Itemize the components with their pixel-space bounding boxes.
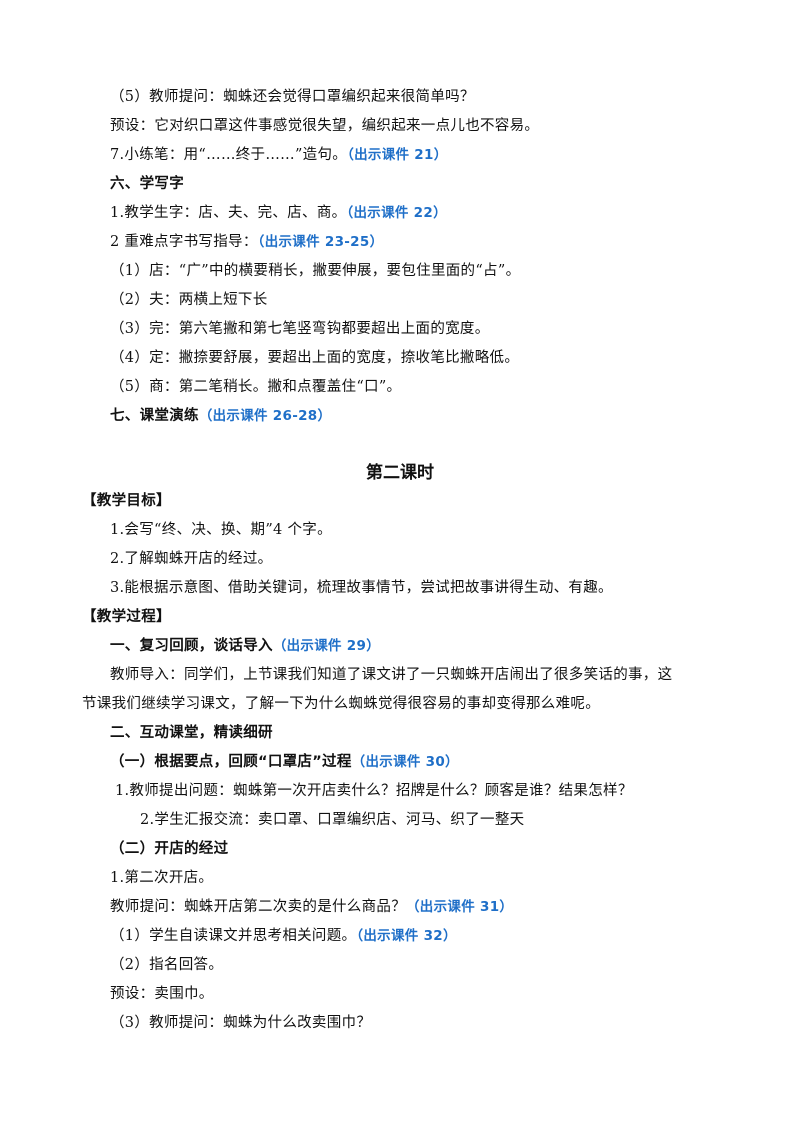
section-heading: 二、互动课堂，精读细研	[110, 725, 273, 741]
text-line: 2.学生汇报交流：卖口罩、口罩编织店、河马、织了一整天	[140, 812, 525, 828]
section-heading: 【教学过程】	[82, 609, 171, 625]
courseware-reference: （出示课件 26-28）	[198, 408, 332, 424]
section-heading: 一、复习回顾，谈话导入（出示课件 29）	[110, 638, 380, 654]
courseware-reference: （出示课件 22）	[346, 205, 447, 221]
subsection-heading: （一）根据要点，回顾“口罩店”过程（出示课件 30）	[110, 754, 459, 770]
courseware-reference: （出示课件 30）	[351, 754, 459, 770]
text-line: 7.小练笔：用“……终于……”造句。（出示课件 21）	[110, 147, 448, 163]
section-heading: 六、学写字	[110, 176, 184, 192]
subsection-heading: （二）开店的经过	[110, 841, 229, 857]
text-line: （1）店：“广”中的横要稍长，撇要伸展，要包住里面的“占”。	[110, 263, 521, 279]
section-heading: 七、课堂演练（出示课件 26-28）	[110, 408, 332, 424]
text-line: 预设：它对织口罩这件事感觉很失望，编织起来一点儿也不容易。	[110, 118, 540, 134]
text-line: 节课我们继续学习课文，了解一下为什么蜘蛛觉得很容易的事却变得那么难呢。	[82, 696, 600, 712]
text-line: （2）夫：两横上短下长	[110, 292, 268, 308]
courseware-reference: （出示课件 31）	[406, 899, 514, 915]
text-line: 预设：卖围巾。	[110, 986, 214, 1002]
section-heading: 【教学目标】	[82, 493, 171, 509]
courseware-reference: （出示课件 32）	[356, 928, 457, 944]
text-line: （4）定：撇捺要舒展，要超出上面的宽度，捺收笔比撇略低。	[110, 350, 520, 366]
courseware-reference: （出示课件 21）	[347, 147, 448, 163]
text-line: （3）教师提问：蜘蛛为什么改卖围巾？	[110, 1015, 372, 1031]
lesson-title: 第二课时	[366, 463, 434, 483]
text-line: （5）教师提问：蜘蛛还会觉得口罩编织起来很简单吗？	[110, 89, 475, 105]
text-line: 2 重难点字书写指导：（出示课件 23-25）	[110, 234, 384, 250]
text-line: 3.能根据示意图、借助关键词，梳理故事情节，尝试把故事讲得生动、有趣。	[110, 580, 613, 596]
text-line: 1.会写“终、决、换、期”4 个字。	[110, 522, 332, 538]
text-line: 教师导入：同学们，上节课我们知道了课文讲了一只蜘蛛开店闹出了很多笑话的事，这	[110, 667, 673, 683]
text-line: （2）指名回答。	[110, 957, 224, 973]
courseware-reference: （出示课件 23-25）	[257, 234, 384, 250]
text-line: 教师提问：蜘蛛开店第二次卖的是什么商品？（出示课件 31）	[110, 899, 514, 915]
text-line: （5）商：第二笔稍长。撇和点覆盖住“口”。	[110, 379, 402, 395]
text-line: 1.教师提出问题：蜘蛛第一次开店卖什么？招牌是什么？顾客是谁？结果怎样？	[115, 783, 633, 799]
courseware-reference: （出示课件 29）	[272, 638, 380, 654]
text-line: （3）完：第六笔撇和第七笔竖弯钩都要超出上面的宽度。	[110, 321, 490, 337]
text-line: 2.了解蜘蛛开店的经过。	[110, 551, 273, 567]
text-line: （1）学生自读课文并思考相关问题。（出示课件 32）	[110, 928, 457, 944]
text-line: 1.第二次开店。	[110, 870, 214, 886]
text-line: 1.教学生字：店、夫、完、店、商。（出示课件 22）	[110, 205, 447, 221]
